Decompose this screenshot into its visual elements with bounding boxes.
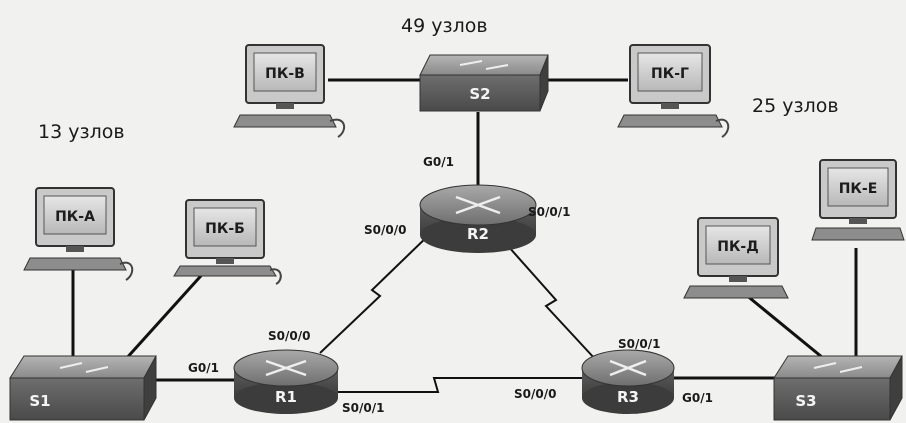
port-r3-s000: S0/0/0: [514, 387, 556, 401]
link-pcb-s1: [123, 266, 210, 362]
link-pcd-s3: [739, 288, 829, 364]
router-r1: R1: [233, 349, 339, 414]
pc-d-label: ПК-Д: [717, 239, 758, 255]
port-r1-s000: S0/0/0: [268, 329, 310, 343]
port-r2-g01: G0/1: [423, 155, 454, 169]
router-r2-label: R2: [467, 225, 489, 243]
switch-s1-label: S1: [29, 392, 50, 410]
pc-g-label: ПК-Г: [651, 66, 689, 82]
router-r3-label: R3: [617, 388, 639, 406]
serial-r2-r1: [319, 231, 433, 354]
switch-s1: S1: [9, 355, 157, 421]
pc-v-label: ПК-В: [265, 66, 305, 82]
port-r3-g01: G0/1: [682, 391, 713, 405]
port-r1-s001: S0/0/1: [342, 401, 384, 415]
host-count-r3-lan: 25 узлов: [752, 95, 839, 117]
port-r2-s001: S0/0/1: [528, 205, 570, 219]
pc-e: ПК-Е: [811, 159, 905, 241]
port-r2-s000: S0/0/0: [364, 223, 406, 237]
pc-g: ПК-Г: [617, 44, 730, 138]
router-r1-label: R1: [275, 388, 297, 406]
pc-b: ПК-Б: [173, 199, 282, 285]
serial-r2-r3: [507, 245, 597, 361]
switch-s3: S3: [773, 355, 903, 421]
port-r3-s001: S0/0/1: [618, 337, 660, 351]
port-r1-g01: G0/1: [188, 361, 219, 375]
pc-e-label: ПК-Е: [839, 181, 878, 197]
pc-a: ПК-А: [23, 187, 134, 281]
switch-s2-label: S2: [469, 85, 490, 103]
switch-s3-label: S3: [795, 392, 816, 410]
pc-d: ПК-Д: [683, 217, 789, 299]
pc-a-label: ПК-А: [55, 209, 95, 225]
router-r3: R3: [581, 349, 675, 414]
router-r2: R2: [419, 184, 537, 253]
serial-r1-r3: [330, 377, 588, 393]
switch-s2: S2: [419, 54, 549, 112]
host-count-r2-lan: 49 узлов: [401, 15, 488, 37]
pc-v: ПК-В: [233, 44, 346, 138]
pc-b-label: ПК-Б: [205, 221, 245, 237]
host-count-r1-lan: 13 узлов: [38, 121, 125, 143]
